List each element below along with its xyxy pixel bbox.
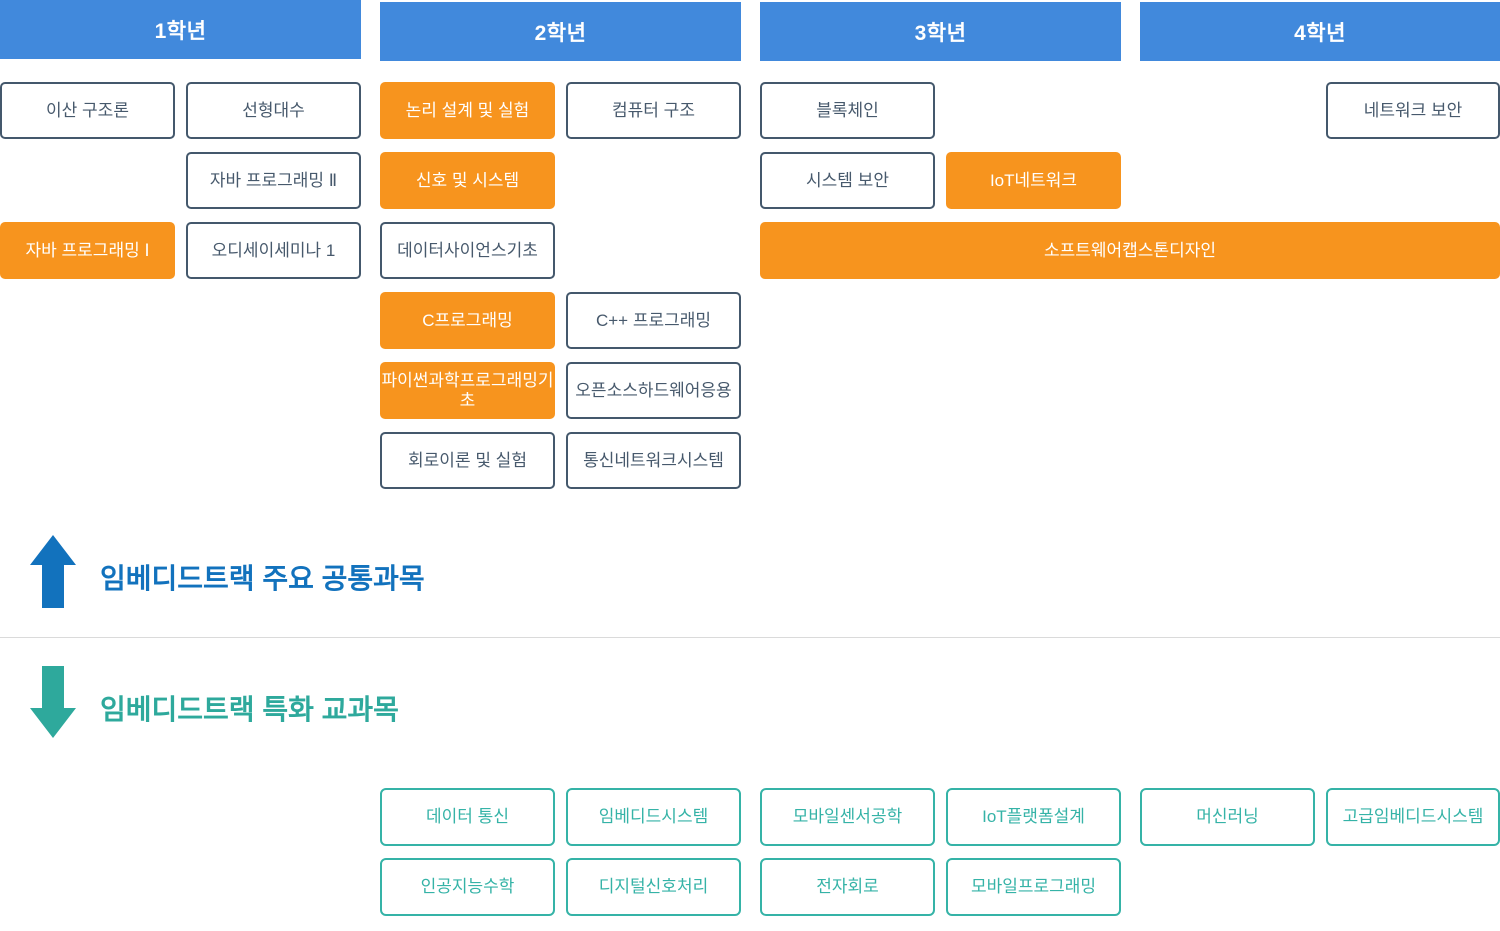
course-box: 오픈소스하드웨어응용 (566, 362, 741, 419)
year-header-1: 1학년 (0, 0, 361, 59)
special-course-box: 고급임베디드시스템 (1326, 788, 1500, 846)
year-header-2: 2학년 (380, 2, 741, 61)
course-box-highlighted: 자바 프로그래밍 Ⅰ (0, 222, 175, 279)
special-course-box: IoT플랫폼설계 (946, 788, 1121, 846)
special-course-box: 머신러닝 (1140, 788, 1315, 846)
special-track-title: 임베디드트랙 특화 교과목 (100, 694, 399, 725)
special-course-box: 데이터 통신 (380, 788, 555, 846)
course-box: 컴퓨터 구조 (566, 82, 741, 139)
special-course-box: 인공지능수학 (380, 858, 555, 916)
course-box-highlighted: IoT네트워크 (946, 152, 1121, 209)
course-box: 통신네트워크시스템 (566, 432, 741, 489)
course-box: 이산 구조론 (0, 82, 175, 139)
special-course-box: 전자회로 (760, 858, 935, 916)
course-box: 자바 프로그래밍 Ⅱ (186, 152, 361, 209)
course-box-highlighted: 신호 및 시스템 (380, 152, 555, 209)
common-track-title: 임베디드트랙 주요 공통과목 (100, 563, 425, 594)
year-header-4: 4학년 (1140, 2, 1500, 61)
special-course-box: 모바일센서공학 (760, 788, 935, 846)
course-box: 데이터사이언스기초 (380, 222, 555, 279)
course-box-highlighted-wide: 소프트웨어캡스톤디자인 (760, 222, 1500, 279)
course-box: 네트워크 보안 (1326, 82, 1500, 139)
special-course-box: 임베디드시스템 (566, 788, 741, 846)
special-course-box: 모바일프로그래밍 (946, 858, 1121, 916)
course-box: 회로이론 및 실험 (380, 432, 555, 489)
course-box: 블록체인 (760, 82, 935, 139)
up-arrow-icon (30, 535, 76, 608)
course-box-highlighted: 파이썬과학프로그래밍기초 (380, 362, 555, 419)
year-header-3: 3학년 (760, 2, 1121, 61)
course-box: 시스템 보안 (760, 152, 935, 209)
down-arrow-icon (30, 666, 76, 738)
course-box: 선형대수 (186, 82, 361, 139)
course-box: C++ 프로그래밍 (566, 292, 741, 349)
course-box-highlighted: 논리 설계 및 실험 (380, 82, 555, 139)
special-course-box: 디지털신호처리 (566, 858, 741, 916)
course-box: 오디세이세미나 1 (186, 222, 361, 279)
course-box-highlighted: C프로그래밍 (380, 292, 555, 349)
section-divider (0, 637, 1500, 638)
